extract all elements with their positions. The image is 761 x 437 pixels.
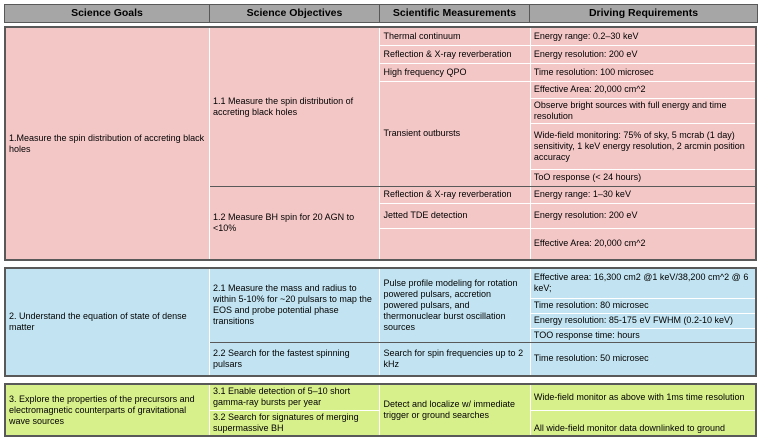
section-2: 2. Understand the equation of state of d… — [4, 267, 757, 377]
header-row: Science Goals Science Objectives Scienti… — [4, 4, 758, 23]
objective-1-1: 1.1 Measure the spin distribution of acc… — [209, 27, 381, 187]
requirement: All wide-field monitor data downlinked t… — [530, 410, 756, 437]
requirement: Wide-field monitor as above with 1ms tim… — [530, 384, 756, 411]
requirement: Observe bright sources with full energy … — [530, 98, 756, 124]
header-driving-requirements: Driving Requirements — [529, 4, 758, 23]
requirement: Effective area: 16,300 cm2 @1 keV/38,200… — [530, 268, 756, 299]
measurement: Jetted TDE detection — [379, 203, 531, 229]
requirement: TOO response time: hours — [530, 328, 756, 343]
objective-3-1: 3.1 Enable detection of 5–10 short gamma… — [209, 384, 381, 411]
measurement: Thermal continuum — [379, 27, 531, 46]
goal-1: 1.Measure the spin distribution of accre… — [5, 27, 211, 261]
goal-2: 2. Understand the equation of state of d… — [5, 268, 211, 377]
header-scientific-measurements: Scientific Measurements — [379, 4, 530, 23]
requirement: Effective Area: 20,000 cm^2 — [530, 81, 756, 99]
requirements-table: Science Goals Science Objectives Scienti… — [4, 4, 758, 437]
requirement: Energy range: 0.2–30 keV — [530, 27, 756, 46]
requirement: Energy range: 1–30 keV — [530, 186, 756, 204]
measurement: Detect and localize w/ immediate trigger… — [379, 384, 531, 437]
requirement: Time resolution: 100 microsec — [530, 63, 756, 82]
section-3: 3. Explore the properties of the precurs… — [4, 383, 757, 437]
goal-3: 3. Explore the properties of the precurs… — [5, 384, 211, 437]
objective-1-2: 1.2 Measure BH spin for 20 AGN to <10% — [209, 186, 381, 261]
measurement: High frequency QPO — [379, 63, 531, 82]
header-science-objectives: Science Objectives — [209, 4, 380, 23]
measurement: Transient outbursts — [379, 81, 531, 187]
requirement: Energy resolution: 85-175 eV FWHM (0.2-1… — [530, 313, 756, 329]
requirement: Time resolution: 50 microsec — [530, 342, 756, 377]
section-1: 1.Measure the spin distribution of accre… — [4, 26, 757, 261]
requirement: ToO response (< 24 hours) — [530, 169, 756, 187]
requirement: Energy resolution: 200 eV — [530, 45, 756, 64]
objective-2-1: 2.1 Measure the mass and radius to withi… — [209, 268, 381, 343]
requirement: Effective Area: 20,000 cm^2 — [530, 228, 756, 261]
measurement: Reflection & X-ray reverberation — [379, 186, 531, 204]
measurement: Pulse profile modeling for rotation powe… — [379, 268, 531, 343]
measurement: Search for spin frequencies up to 2 kHz — [379, 342, 531, 377]
measurement — [379, 228, 531, 261]
header-science-goals: Science Goals — [4, 4, 210, 23]
objective-2-2: 2.2 Search for the fastest spinning puls… — [209, 342, 381, 377]
requirement: Energy resolution: 200 eV — [530, 203, 756, 229]
objective-3-2: 3.2 Search for signatures of merging sup… — [209, 410, 381, 437]
measurement: Reflection & X-ray reverberation — [379, 45, 531, 64]
requirement: Time resolution: 80 microsec — [530, 298, 756, 314]
requirement: Wide-field monitoring: 75% of sky, 5 mcr… — [530, 123, 756, 170]
